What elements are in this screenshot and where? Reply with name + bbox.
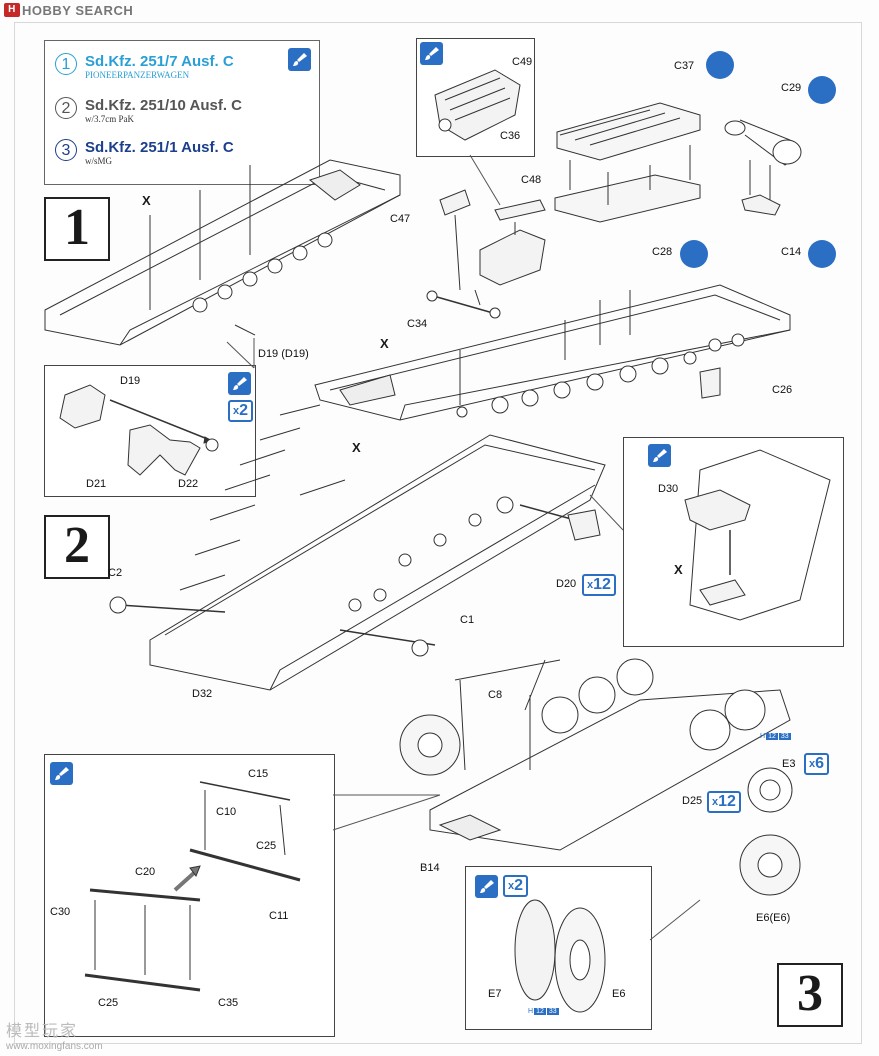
part-label-c48: C48 <box>521 174 542 186</box>
legend-title-3: Sd.Kfz. 251/1 Ausf. C <box>85 139 234 156</box>
both-sides-arrows-icon <box>808 240 836 268</box>
quantity-badge-x12: x12 <box>582 574 616 596</box>
part-label-e3: E3 <box>782 758 796 770</box>
legend-row-3: 3 Sd.Kfz. 251/1 Ausf. C w/sMG <box>55 139 234 166</box>
step-number-2: 2 <box>44 515 110 579</box>
paint-brush-icon <box>228 372 251 395</box>
part-label-d25: D25 <box>682 795 703 807</box>
quantity-badge-x6: x6 <box>804 753 830 775</box>
part-label-e7: E7 <box>488 988 502 1000</box>
part-label-c28: C28 <box>652 246 673 258</box>
legend-row-2: 2 Sd.Kfz. 251/10 Ausf. C w/3.7cm PaK <box>55 97 242 124</box>
paint-brush-icon <box>648 444 671 467</box>
part-label-d19-d19: D19 (D19) <box>258 348 309 360</box>
tires-drawing <box>514 899 606 1013</box>
part-label-e6: E6 <box>612 988 626 1000</box>
part-label-c49: C49 <box>512 56 533 68</box>
part-label-e6-e6: E6(E6) <box>756 912 791 924</box>
part-label-d19: D19 <box>120 375 141 387</box>
legend-num-1: 1 <box>55 53 77 75</box>
part-label-c34: C34 <box>407 318 428 330</box>
part-label-c37: C37 <box>674 60 695 72</box>
legend-title-1: Sd.Kfz. 251/7 Ausf. C <box>85 53 234 70</box>
hull-marker-x: X <box>352 440 361 455</box>
step2-hull-drawing <box>109 404 606 691</box>
version-legend: 1 Sd.Kfz. 251/7 Ausf. C PIONEERPANZERWAG… <box>44 40 320 185</box>
legend-title-2: Sd.Kfz. 251/10 Ausf. C <box>85 97 242 114</box>
paint-brush-icon <box>288 48 311 71</box>
part-label-c2: C2 <box>108 567 123 579</box>
hobbysearch-logo-icon: H <box>4 3 20 17</box>
legend-num-2: 2 <box>55 97 77 119</box>
watermark-moxingfans: 模型玩家 www.moxingfans.com <box>6 1023 103 1052</box>
stowage-rolls-drawing <box>724 119 802 216</box>
legend-num-3: 3 <box>55 139 77 161</box>
page-frame <box>14 22 862 1044</box>
detail-hatch-frame <box>623 437 844 647</box>
step-number-3: 3 <box>777 963 843 1027</box>
part-label-d21: D21 <box>86 478 107 490</box>
quantity-badge-x2: x2 <box>503 875 529 897</box>
legend-sub-1: PIONEERPANZERWAGEN <box>85 70 190 80</box>
front-axle-drawing <box>84 781 301 992</box>
part-label-c10: C10 <box>216 806 237 818</box>
paint-brush-icon <box>475 875 498 898</box>
hatch-detail-drawing <box>684 449 831 621</box>
part-label-c25: C25 <box>98 997 119 1009</box>
watermark-top-text: HOBBY SEARCH <box>22 2 134 18</box>
quantity-badge-x2: x2 <box>228 400 254 422</box>
watermark-hobbysearch: H HOBBY SEARCH <box>4 2 133 18</box>
step3-chassis-drawing <box>399 658 801 896</box>
part-label-c36: C36 <box>500 130 521 142</box>
legend-sub-2: w/3.7cm PaK <box>85 114 134 124</box>
part-label-c11: C11 <box>269 910 289 922</box>
step1-right-hull-drawing <box>314 284 791 421</box>
both-sides-arrows-icon <box>680 240 708 268</box>
both-sides-arrows-icon <box>706 51 734 79</box>
part-label-b14: B14 <box>420 862 440 874</box>
legend-sub-3: w/sMG <box>85 156 113 166</box>
hull-marker-x: X <box>380 336 389 351</box>
part-label-d22: D22 <box>178 478 199 490</box>
paint-brush-icon <box>420 42 443 65</box>
suspension-arm-drawing <box>59 384 219 476</box>
part-label-c29: C29 <box>781 82 802 94</box>
part-label-c25: C25 <box>256 840 277 852</box>
both-sides-arrows-icon <box>808 76 836 104</box>
part-label-c14: C14 <box>781 246 802 258</box>
hull-marker-x: X <box>674 562 683 577</box>
part-label-d20: D20 <box>556 578 577 590</box>
part-label-c15: C15 <box>248 768 269 780</box>
part-label-c1: C1 <box>460 614 475 626</box>
step-number-1: 1 <box>44 197 110 261</box>
part-label-c35: C35 <box>218 997 239 1009</box>
part-label-d30: D30 <box>658 483 679 495</box>
part-label-c30: C30 <box>50 906 71 918</box>
part-label-c8: C8 <box>488 689 503 701</box>
quantity-badge-x12: x12 <box>707 791 741 813</box>
part-label-c20: C20 <box>135 866 156 878</box>
legend-row-1: 1 Sd.Kfz. 251/7 Ausf. C PIONEERPANZERWAG… <box>55 53 234 80</box>
part-label-d32: D32 <box>192 688 213 700</box>
paint-brush-icon <box>50 762 73 785</box>
small-parts-drawing <box>426 189 546 319</box>
hull-marker-x: X <box>142 193 151 208</box>
engine-drawing <box>434 69 521 141</box>
part-label-c47: C47 <box>390 213 411 225</box>
rear-tray-drawing <box>554 102 701 223</box>
step1-hull-drawing <box>44 159 401 346</box>
part-label-c26: C26 <box>772 384 793 396</box>
